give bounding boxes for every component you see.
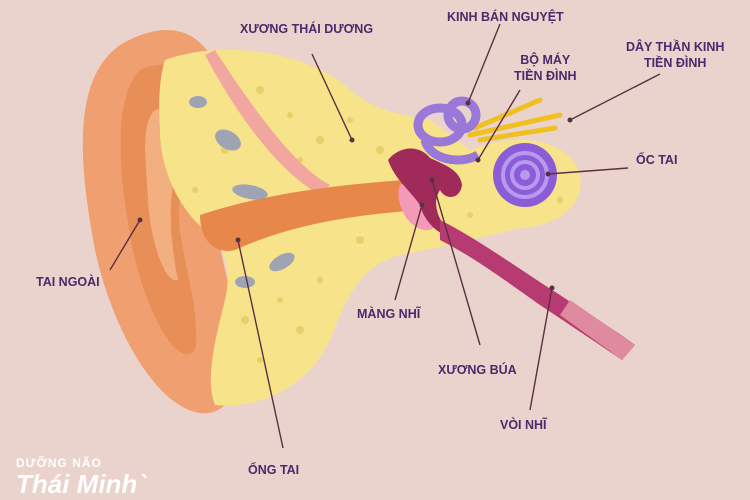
brand-logo: DƯỠNG NÃO Thái Minh` [16, 456, 146, 497]
leader-day-than-kinh [569, 73, 661, 121]
leader-kinh-ban-nguyet [467, 23, 501, 104]
eustachian-tube-end [560, 300, 635, 360]
label-tai-ngoai: TAI NGOÀI [36, 274, 100, 290]
label-voi-nhi: VÒI NHĨ [500, 417, 547, 433]
label-tai-ngoai-text: TAI NGOÀI [36, 275, 100, 289]
label-day-than-kinh-tien-dinh: DÂY THẦN KINH TIỀN ĐÌNH [626, 39, 724, 71]
leader-mang-nhi [394, 204, 423, 301]
label-day-than-kinh-line2: TIỀN ĐÌNH [643, 56, 707, 70]
brand-top-text: DƯỠNG NÃO [16, 456, 102, 470]
label-xuong-bua: XƯƠNG BÚA [438, 362, 517, 378]
cochlea-shape [493, 143, 557, 207]
leader-ong-tai [237, 239, 284, 449]
brand-main-text: Thái Minh` [16, 469, 146, 499]
label-xuong-bua-text: XƯƠNG BÚA [438, 363, 517, 377]
vestibular-nerve-shape [467, 97, 563, 143]
label-voi-nhi-text: VÒI NHĨ [500, 418, 547, 432]
leader-lines [109, 23, 661, 449]
label-xuong-thai-duong-text: XƯƠNG THÁI DƯƠNG [240, 22, 374, 36]
bone-cavities [189, 96, 295, 288]
label-mang-nhi: MÀNG NHĨ [357, 306, 420, 322]
label-xuong-thai-duong: XƯƠNG THÁI DƯƠNG [240, 21, 373, 37]
leader-xuong-thai-duong [311, 53, 353, 141]
leader-voi-nhi [529, 287, 553, 411]
leader-dots [137, 100, 573, 291]
label-ong-tai-text: ỐNG TAI [248, 463, 300, 477]
label-oc-tai-text: ỐC TAI [636, 153, 678, 167]
leader-oc-tai [547, 167, 629, 175]
leader-xuong-bua [431, 179, 481, 346]
label-oc-tai: ỐC TAI [636, 152, 677, 168]
bone-texture [192, 86, 563, 363]
ossicles-shape [388, 148, 462, 236]
skin-layer [205, 50, 330, 195]
leader-bo-may-tien-dinh [477, 89, 521, 161]
label-bo-may-line2: TIỀN ĐÌNH [514, 69, 577, 83]
label-ong-tai: ỐNG TAI [248, 462, 299, 478]
label-day-than-kinh-line1: DÂY THẦN KINH [626, 40, 725, 54]
label-bo-may-tien-dinh: BỘ MÁY TIỀN ĐÌNH [514, 52, 577, 84]
leader-tai-ngoai [109, 219, 141, 271]
label-kinh-ban-nguyet: KINH BÁN NGUYỆT [447, 9, 564, 25]
label-bo-may-line1: BỘ MÁY [520, 53, 571, 67]
label-kinh-ban-nguyet-text: KINH BÁN NGUYỆT [447, 10, 564, 24]
label-mang-nhi-text: MÀNG NHĨ [357, 307, 421, 321]
semicircular-canals-shape [413, 96, 481, 165]
ear-canal-shape [200, 180, 420, 251]
